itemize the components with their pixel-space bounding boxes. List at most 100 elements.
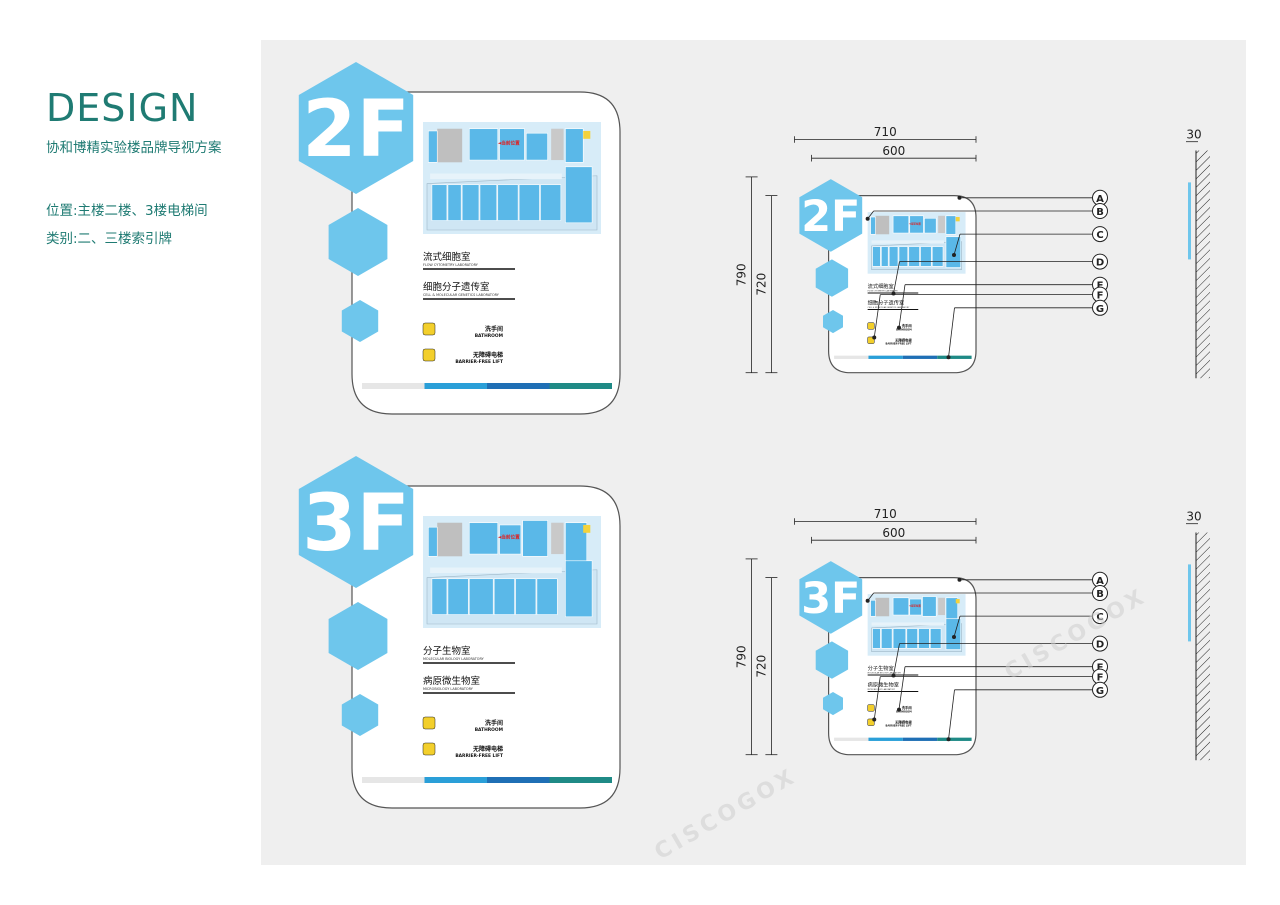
map-room — [872, 628, 881, 649]
callout-leader — [948, 307, 955, 358]
color-bar-segment — [424, 383, 487, 389]
facility-name: 洗手间 — [902, 323, 913, 328]
callout-circle — [1092, 299, 1108, 316]
map-room — [447, 578, 469, 615]
map-room — [431, 184, 448, 221]
map-legend-icon — [583, 524, 591, 533]
room-name: 分子生物室 — [868, 664, 894, 672]
callout-letter-g: G — [1096, 304, 1104, 315]
dim-label-board-height: 720 — [754, 655, 768, 678]
restroom-icon — [422, 322, 436, 336]
facility-name-en: BATHROOM — [896, 710, 912, 713]
callout-letter-e: E — [1097, 663, 1104, 674]
map-room — [525, 132, 548, 161]
map-legend-icon — [955, 217, 960, 222]
map-room — [515, 578, 537, 615]
map-room — [540, 184, 562, 221]
callout-dot — [946, 355, 951, 360]
color-bar-segment — [487, 777, 550, 783]
project-subtitle: 协和博精实验楼品牌导视方案 — [46, 140, 222, 156]
callout-leader — [873, 676, 881, 720]
map-room — [428, 526, 438, 557]
facility-name: 无障碍电梯 — [472, 351, 503, 359]
map-corridor — [430, 173, 562, 180]
wheelchair-icon — [422, 348, 436, 362]
map-room — [522, 520, 548, 557]
map-core — [551, 522, 564, 555]
color-bar-segment — [868, 355, 903, 359]
callout-circle — [1092, 226, 1108, 243]
map-legend-icon — [583, 130, 591, 139]
watermark-text: CISCOGOX — [651, 764, 802, 866]
color-bar-segment — [902, 355, 938, 359]
floor-hexagon — [799, 561, 863, 634]
map-core — [875, 597, 890, 617]
color-bar-segment — [487, 383, 550, 389]
map-room — [892, 215, 910, 234]
callout-letter-d: D — [1096, 258, 1104, 269]
map-room — [908, 246, 920, 267]
floor-hexagon — [799, 179, 863, 252]
color-bar-segment — [362, 383, 425, 389]
restroom-icon — [867, 704, 875, 712]
map-room — [945, 215, 957, 235]
map-room — [536, 578, 558, 615]
callout-dot — [952, 253, 956, 257]
watermark-text: CISCOGOX — [1001, 584, 1152, 686]
map-room — [431, 578, 448, 615]
callout-dot — [946, 737, 951, 742]
callout-leader — [898, 666, 906, 710]
room-name-en: CELL & MOLECULAR GENETICS LABORATORY — [868, 306, 910, 309]
map-room — [920, 246, 932, 267]
map-room — [906, 628, 918, 649]
floor-number: 3F — [801, 574, 860, 624]
map-room — [870, 599, 876, 617]
map-core — [551, 128, 564, 161]
deco-hexagon-small — [341, 300, 379, 342]
dim-label-depth: 30 — [1186, 509, 1201, 523]
map-room — [918, 628, 930, 649]
room-name-en: MICROBIOLOGY LABORATORY — [868, 688, 896, 691]
facility-name: 无障碍电梯 — [472, 745, 503, 753]
callout-dot — [957, 195, 962, 200]
dim-label-board-width: 600 — [882, 144, 905, 158]
callout-dot — [872, 335, 877, 340]
map-room — [931, 246, 944, 267]
map-core — [875, 215, 890, 235]
room-name-en: FLOW CYTOMETRY LABORATORY — [868, 289, 899, 292]
map-room — [479, 184, 498, 221]
sign-side-profile — [1188, 564, 1191, 642]
facility-name: 洗手间 — [902, 705, 913, 710]
current-position-label: ◄当前位置 — [909, 603, 921, 607]
deco-hexagon — [815, 259, 849, 297]
floor-number: 2F — [801, 192, 860, 242]
callout-letter-e: E — [1097, 281, 1104, 292]
dim-label-depth: 30 — [1186, 127, 1201, 141]
deco-hexagon-small — [341, 694, 379, 736]
deco-hexagon — [328, 208, 388, 276]
facility-name: 洗手间 — [485, 719, 503, 727]
map-room — [909, 215, 924, 234]
room-name: 细胞分子遗传室 — [868, 299, 905, 307]
deco-hexagon — [328, 602, 388, 670]
facility-name-en: BATHROOM — [475, 333, 503, 339]
map-room — [499, 524, 522, 555]
room-name-en: FLOW CYTOMETRY LABORATORY — [423, 263, 479, 267]
callout-leader — [953, 233, 961, 256]
callout-letter-f: F — [1097, 673, 1104, 684]
dim-label-total-width: 710 — [874, 507, 897, 521]
restroom-icon — [867, 322, 875, 330]
map-room — [909, 598, 922, 616]
facility-name: 无障碍电梯 — [895, 337, 912, 342]
callout-dot — [865, 598, 870, 603]
callout-dot — [865, 216, 870, 221]
room-name-en: MOLECULAR BIOLOGY LABORATORY — [868, 671, 902, 674]
map-room — [565, 166, 593, 224]
map-core — [938, 597, 945, 616]
callout-circle — [1092, 585, 1108, 601]
dim-label-total-width: 710 — [874, 125, 897, 139]
map-room — [945, 236, 961, 268]
map-room — [881, 628, 893, 649]
floor-number: 3F — [302, 479, 410, 569]
